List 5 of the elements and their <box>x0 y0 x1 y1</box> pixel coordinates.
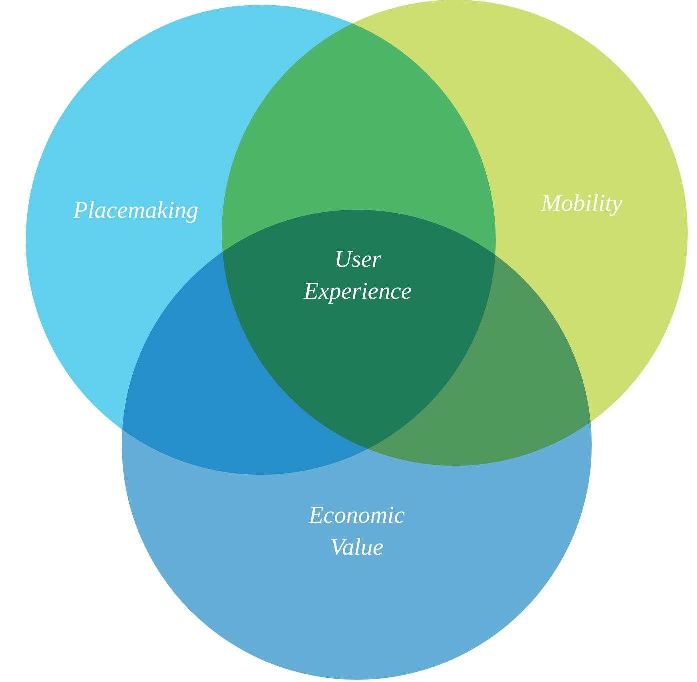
circle-label: Placemaking <box>72 197 200 226</box>
circle-label: Mobility <box>540 190 624 219</box>
circle-label: Economic Value <box>308 502 406 563</box>
overlap-label: User Experience <box>302 246 413 307</box>
venn-circle <box>26 5 496 475</box>
